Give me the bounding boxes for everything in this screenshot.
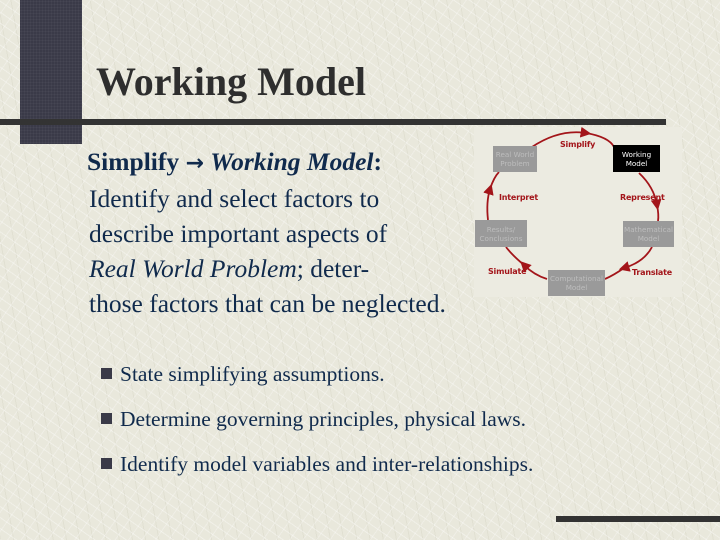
lead-italic-text: Working Model	[210, 147, 374, 176]
step-simplify: Simplify	[560, 140, 596, 149]
real-world-problem-italic: Real World Problem	[89, 254, 297, 283]
paragraph-line-3: Real World Problem; deter-	[89, 251, 559, 286]
paragraph-line-2: describe important aspects of	[89, 219, 388, 248]
title-divider-line	[0, 119, 666, 125]
paragraph-line-1: Identify and select factors to	[89, 184, 380, 213]
square-bullet-icon	[101, 458, 112, 469]
paragraph-line-3-rest: ; deter-	[296, 254, 370, 283]
bullet-list: State simplifying assumptions. Determine…	[101, 351, 533, 486]
right-arrow-icon: →	[185, 151, 204, 176]
bullet-item: Determine governing principles, physical…	[101, 396, 533, 441]
bullet-text: State simplifying assumptions.	[120, 361, 385, 386]
main-paragraph: Simplify → Working Model: Identify and s…	[87, 144, 559, 321]
bullet-text: Identify model variables and inter-relat…	[120, 451, 534, 476]
step-represent: Represent	[620, 193, 665, 202]
square-bullet-icon	[101, 368, 112, 379]
footer-divider-line	[556, 516, 720, 522]
node-results-conclusions: Results/Conclusions	[475, 220, 527, 247]
step-interpret: Interpret	[499, 193, 538, 202]
step-simulate: Simulate	[488, 267, 527, 276]
step-translate: Translate	[632, 268, 672, 277]
slide-title: Working Model	[96, 59, 367, 104]
bullet-item: Identify model variables and inter-relat…	[101, 441, 533, 486]
lead-bold-text: Simplify	[87, 147, 180, 176]
bullet-text: Determine governing principles, physical…	[120, 406, 527, 431]
cycle-arrows	[483, 127, 662, 280]
paragraph-line-4: those factors that can be neglected.	[89, 289, 446, 318]
lead-colon: :	[373, 147, 382, 176]
paragraph-lead: Simplify → Working Model:	[87, 144, 559, 181]
square-bullet-icon	[101, 413, 112, 424]
bullet-item: State simplifying assumptions.	[101, 351, 533, 396]
